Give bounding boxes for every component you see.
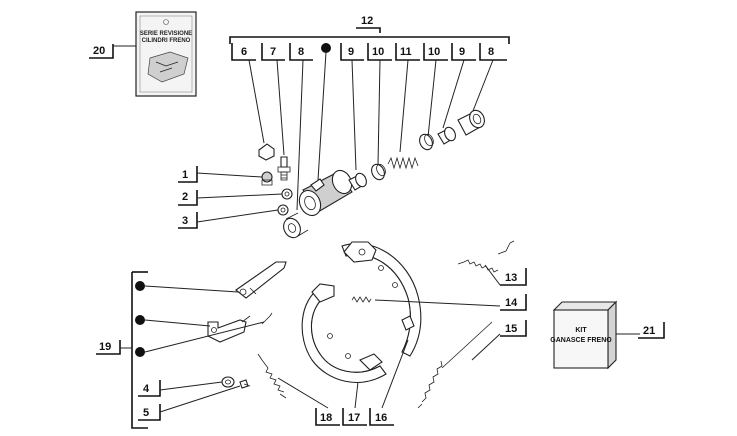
brake-shoe-lower bbox=[301, 283, 387, 383]
bleed-screw bbox=[277, 156, 291, 181]
callout-4: 4 bbox=[138, 380, 223, 397]
callout-9-right-label: 9 bbox=[459, 46, 465, 58]
callout-8-left-label: 8 bbox=[298, 46, 304, 58]
callout-14: 14 bbox=[374, 294, 527, 311]
callout-2: 2 bbox=[178, 190, 283, 206]
adjuster-strut bbox=[207, 315, 251, 343]
piston-left bbox=[348, 172, 367, 191]
spring-11 bbox=[387, 156, 419, 170]
callout-7: 7 bbox=[261, 43, 285, 156]
callout-20: 20 bbox=[89, 44, 136, 59]
callout-14-label: 14 bbox=[505, 297, 518, 309]
callout-13: 13 bbox=[484, 264, 527, 286]
screw-1 bbox=[261, 171, 273, 186]
callout-8-right-label: 8 bbox=[488, 46, 494, 58]
wheel-cylinder-body bbox=[298, 43, 353, 217]
piston-right bbox=[437, 126, 456, 145]
callout-21-label: 21 bbox=[643, 325, 655, 337]
bleed-cap bbox=[258, 143, 275, 161]
callout-9-right: 9 bbox=[442, 43, 476, 129]
repair-kit-package: SERIE REVISIONE CILINDRI FRENO bbox=[135, 11, 197, 97]
callout-4-label: 4 bbox=[143, 383, 150, 395]
callout-18-label: 18 bbox=[320, 412, 332, 424]
callout-10-left-label: 10 bbox=[372, 46, 384, 58]
callout-11: 11 bbox=[395, 43, 420, 153]
callout-19: 19 bbox=[96, 271, 265, 429]
washer-3 bbox=[277, 204, 289, 216]
spring-14 bbox=[351, 296, 372, 303]
spring-18 bbox=[257, 353, 287, 399]
callout-13-label: 13 bbox=[505, 272, 517, 284]
callout-6: 6 bbox=[231, 43, 265, 144]
callout-3: 3 bbox=[178, 209, 279, 229]
callout-6-label: 6 bbox=[241, 46, 247, 58]
shoe-kit-label-line2: GANASCE FRENO bbox=[550, 337, 612, 344]
brake-shoe-upper bbox=[341, 241, 422, 357]
callout-16-label: 16 bbox=[375, 412, 387, 424]
callout-10-left: 10 bbox=[367, 43, 392, 166]
callout-8-left: 8 bbox=[289, 43, 313, 211]
callout-8-right: 8 bbox=[470, 43, 507, 117]
callout-5: 5 bbox=[138, 385, 241, 421]
spring-15 bbox=[417, 321, 493, 409]
seal-left bbox=[371, 163, 386, 181]
hold-down-pin bbox=[239, 379, 251, 389]
seal-right bbox=[419, 133, 434, 151]
spring-13 bbox=[457, 240, 515, 273]
callout-12: 12 bbox=[229, 15, 510, 44]
shoe-kit-label-line1: KIT bbox=[575, 327, 587, 334]
callout-19-label: 19 bbox=[99, 341, 111, 353]
washer-2 bbox=[281, 188, 293, 200]
callout-12-label: 12 bbox=[361, 15, 373, 27]
callout-9-left-label: 9 bbox=[348, 46, 354, 58]
hold-down-cup bbox=[221, 376, 235, 388]
callout-5-label: 5 bbox=[143, 407, 149, 419]
shoe-kit-box: KIT GANASCE FRENO bbox=[550, 300, 618, 370]
dust-boot-left bbox=[283, 212, 309, 239]
callout-11-label: 11 bbox=[400, 46, 412, 58]
callout-17-label: 17 bbox=[348, 412, 360, 424]
callout-17: 17 bbox=[342, 381, 367, 426]
callout-21: 21 bbox=[616, 322, 665, 339]
callout-1: 1 bbox=[178, 166, 263, 183]
callout-10-right-label: 10 bbox=[428, 46, 440, 58]
callout-20-label: 20 bbox=[93, 45, 105, 57]
callout-2-label: 2 bbox=[182, 191, 188, 203]
callout-15-label: 15 bbox=[505, 323, 517, 335]
callout-16: 16 bbox=[369, 339, 409, 426]
callout-18: 18 bbox=[277, 377, 340, 426]
callout-10-right: 10 bbox=[423, 43, 448, 138]
dust-boot-right bbox=[457, 109, 485, 136]
repair-kit-label-line2: CILINDRI FRENO bbox=[142, 38, 191, 44]
repair-kit-label-line1: SERIE REVISIONE bbox=[140, 31, 192, 37]
callout-1-label: 1 bbox=[182, 169, 188, 181]
callout-15: 15 bbox=[471, 320, 527, 361]
parking-lever bbox=[235, 261, 287, 299]
callout-7-label: 7 bbox=[270, 46, 276, 58]
callout-9-left: 9 bbox=[340, 43, 364, 171]
callout-3-label: 3 bbox=[182, 215, 188, 227]
